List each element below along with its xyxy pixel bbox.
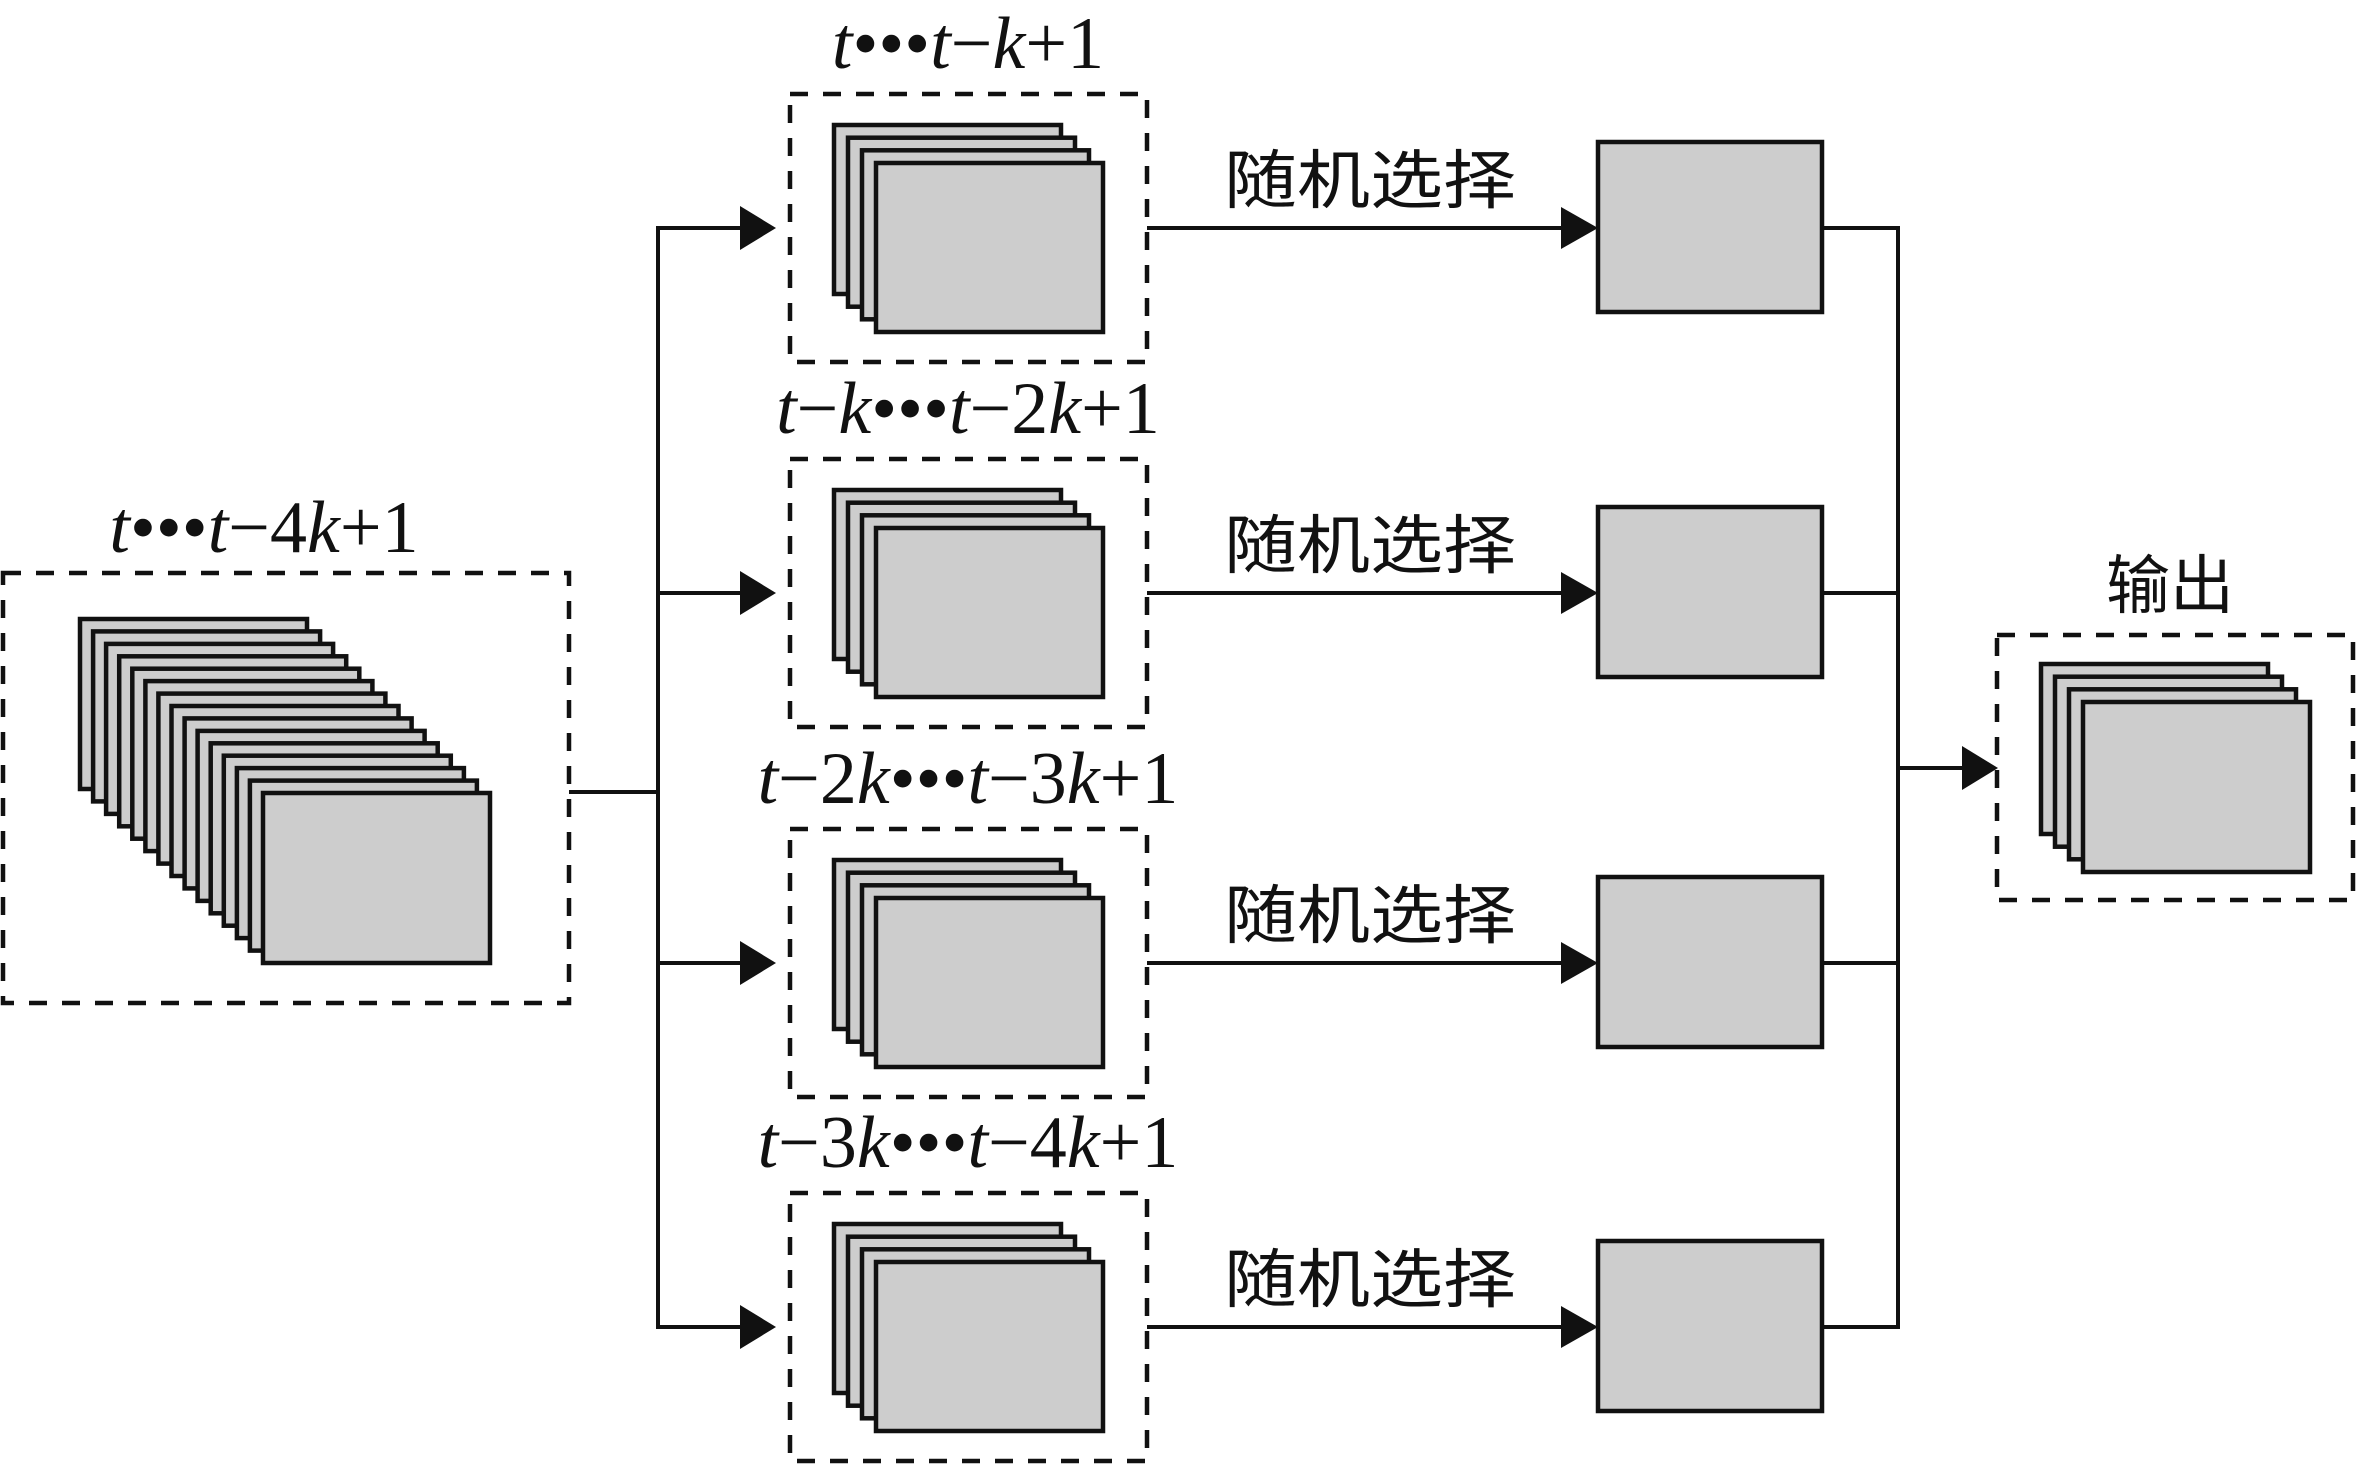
output-frame-stack: [2038, 661, 2313, 875]
frame-4: [873, 160, 1106, 335]
window-label: t•••t−k+1: [832, 3, 1104, 85]
math-variable: k: [857, 738, 891, 820]
math-symbol: −: [797, 368, 839, 450]
random-select-label: 随机选择: [1224, 145, 1516, 219]
window-label: t−2k•••t−3k+1: [758, 738, 1179, 820]
math-symbol: •••: [890, 738, 968, 820]
branch-rows: t•••t−k+1随机选择t−k•••t−2k+1随机选择t−2k•••t−3k…: [658, 3, 1898, 1464]
split-connector: [569, 226, 660, 1329]
selected-frame: [1595, 504, 1825, 680]
math-symbol: +1: [1081, 368, 1160, 450]
frame-4: [873, 895, 1106, 1070]
math-variable: t: [832, 3, 855, 85]
arrow-right-icon: [740, 1305, 776, 1349]
arrow-right-icon: [740, 206, 776, 250]
math-variable: t: [758, 738, 781, 820]
math-symbol: •••: [852, 3, 930, 85]
frame-4: [873, 525, 1106, 700]
math-symbol: +1: [1100, 1102, 1179, 1184]
random-select-label: 随机选择: [1224, 1244, 1516, 1318]
math-symbol: +1: [340, 487, 419, 569]
math-variable: t: [949, 368, 972, 450]
math-symbol: −: [951, 3, 993, 85]
output-group: 输出: [1994, 550, 2356, 903]
window-label: t−3k•••t−4k+1: [758, 1102, 1179, 1184]
output-arrow-icon: [1962, 746, 1998, 790]
frame-4: [873, 1259, 1106, 1434]
arrow-right-icon: [1561, 207, 1598, 249]
input-label: t•••t−4k+1: [109, 487, 418, 569]
selected-frame: [1595, 139, 1825, 315]
math-variable: t: [208, 487, 231, 569]
window-dashed-box: [787, 456, 1150, 730]
output-dashed-box: [1994, 632, 2356, 903]
frame-4: [2080, 699, 2313, 875]
arrow-right-icon: [740, 571, 776, 615]
math-variable: k: [1067, 1102, 1101, 1184]
math-symbol: −4: [228, 487, 307, 569]
math-symbol: •••: [890, 1102, 968, 1184]
window-dashed-box: [787, 826, 1150, 1100]
window-dashed-box: [787, 91, 1150, 365]
merge-connector: [1896, 226, 1998, 1329]
selected-frame: [1595, 874, 1825, 1050]
math-variable: k: [1067, 738, 1101, 820]
math-variable: t: [109, 487, 132, 569]
math-variable: t: [968, 738, 991, 820]
math-variable: t: [930, 3, 953, 85]
math-variable: t: [968, 1102, 991, 1184]
window-label: t−k•••t−2k+1: [776, 368, 1160, 450]
math-symbol: −3: [778, 1102, 857, 1184]
math-variable: k: [838, 368, 872, 450]
window-dashed-box: [787, 1190, 1150, 1464]
arrow-right-icon: [1561, 572, 1598, 614]
math-variable: t: [776, 368, 799, 450]
math-symbol: +1: [1100, 738, 1179, 820]
math-symbol: •••: [871, 368, 949, 450]
math-symbol: •••: [130, 487, 208, 569]
math-symbol: −2: [970, 368, 1049, 450]
math-variable: k: [857, 1102, 891, 1184]
math-variable: k: [1048, 368, 1082, 450]
input-group: t•••t−4k+1: [0, 487, 572, 1006]
math-symbol: −3: [988, 738, 1067, 820]
arrow-right-icon: [1561, 1306, 1598, 1348]
input-frame-stack: [77, 616, 493, 966]
math-symbol: +1: [1025, 3, 1104, 85]
math-variable: k: [307, 487, 341, 569]
window-frame-stack: [831, 487, 1106, 700]
frame-15: [260, 790, 493, 966]
window-frame-stack: [831, 122, 1106, 335]
random-select-label: 随机选择: [1224, 880, 1516, 954]
math-symbol: −4: [988, 1102, 1067, 1184]
arrow-right-icon: [740, 941, 776, 985]
math-variable: k: [993, 3, 1027, 85]
output-label: 输出: [2106, 550, 2234, 624]
math-variable: t: [758, 1102, 781, 1184]
math-symbol: −2: [778, 738, 857, 820]
window-frame-stack: [831, 1221, 1106, 1434]
arrow-right-icon: [1561, 942, 1598, 984]
window-frame-stack: [831, 857, 1106, 1070]
selected-frame: [1595, 1238, 1825, 1414]
random-select-label: 随机选择: [1224, 510, 1516, 584]
